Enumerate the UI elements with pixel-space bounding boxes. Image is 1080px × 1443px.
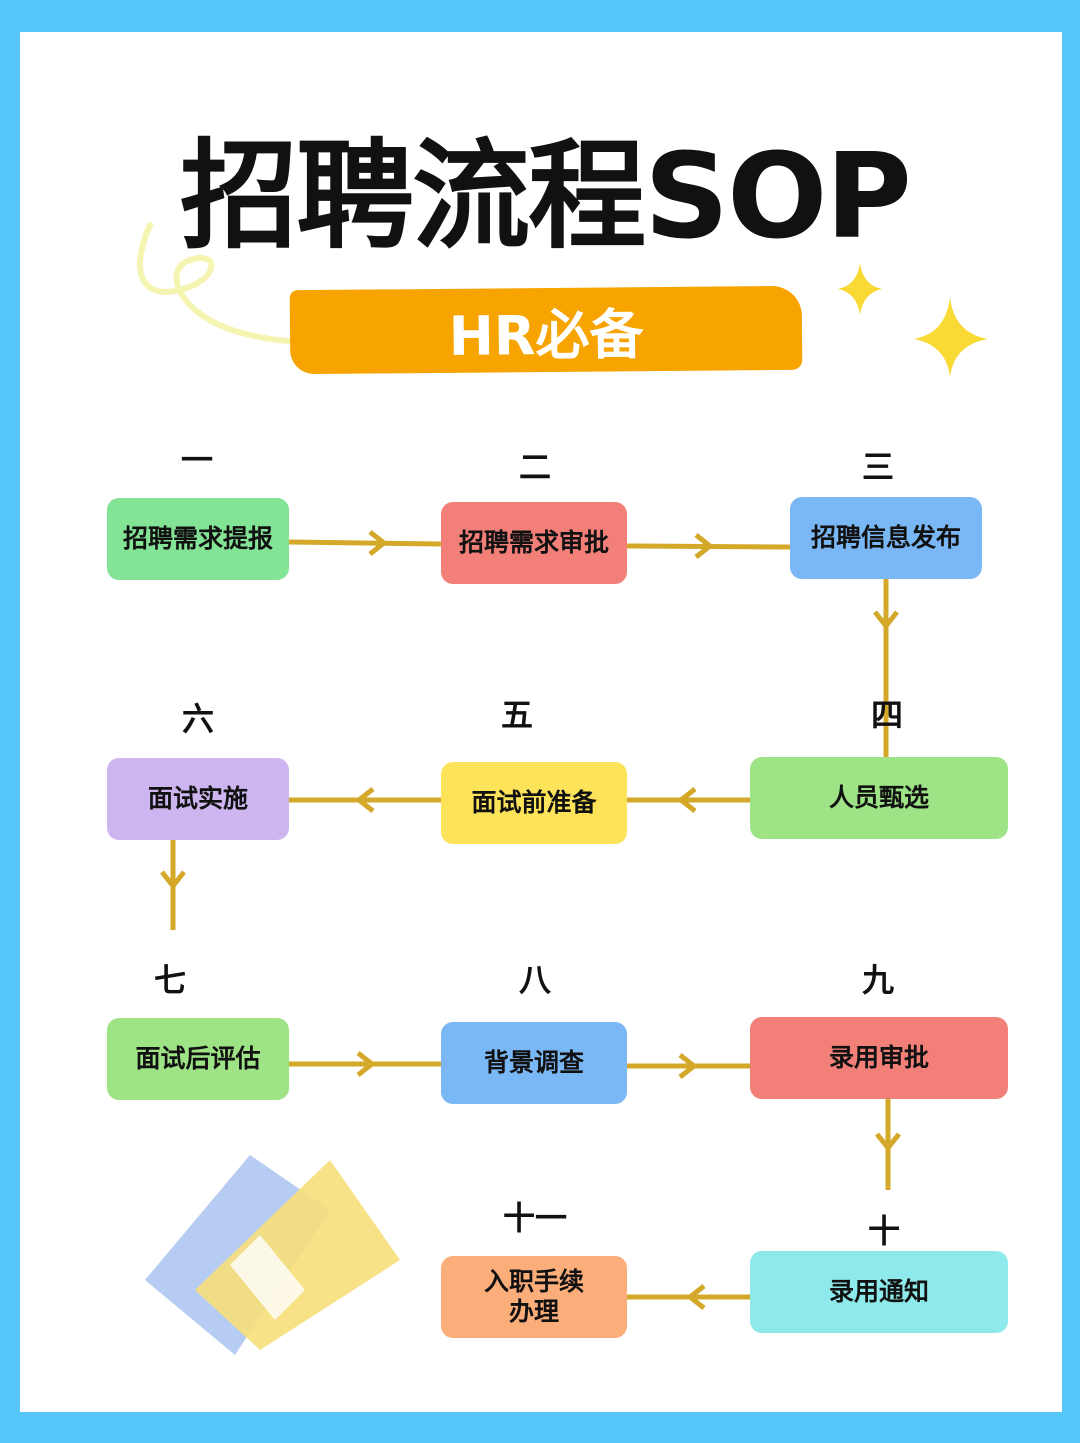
step-box-4: 人员甄选 [750,757,1008,839]
step-label: 面试实施 [147,784,248,813]
step-number: 十 [867,1212,901,1250]
step-box-6: 面试实施 [107,758,289,840]
step-box-7: 面试后评估 [107,1018,289,1100]
step-box-3: 招聘信息发布 [790,497,982,579]
step-number: 三 [861,448,895,486]
step-number: 一 [180,441,214,479]
step-label: 入职手续办理 [483,1267,584,1326]
step-label: 录用通知 [828,1277,929,1306]
step-box-1: 招聘需求提报 [107,498,289,580]
step-box-2: 招聘需求审批 [441,502,627,584]
step-box-9: 录用审批 [750,1017,1008,1099]
swirl-decoration [137,222,358,345]
step-label: 招聘信息发布 [810,523,961,552]
step-label: 背景调查 [483,1048,584,1077]
step-box-11: 入职手续办理 [441,1256,627,1338]
step-label: 招聘需求审批 [458,528,609,557]
sparkle-icon [838,263,988,377]
step-label: 人员甄选 [828,783,929,812]
folder-decoration [145,1155,400,1355]
step-number: 九 [861,961,895,999]
arrow-1-2 [288,539,442,547]
step-number: 八 [518,961,552,999]
step-label: 录用审批 [828,1043,929,1072]
step-number: 七 [153,961,187,999]
step-number: 五 [500,696,534,734]
step-number: 十一 [502,1199,568,1237]
step-number: 四 [870,696,904,734]
step-number: 六 [181,700,215,738]
step-box-10: 录用通知 [750,1251,1008,1333]
step-label: 面试前准备 [471,788,597,817]
step-number: 二 [518,448,552,486]
step-label: 面试后评估 [135,1044,261,1073]
step-box-5: 面试前准备 [441,762,627,844]
step-box-8: 背景调查 [441,1022,627,1104]
page-title: 招聘流程SOP [180,127,912,265]
step-label: 招聘需求提报 [122,524,273,553]
